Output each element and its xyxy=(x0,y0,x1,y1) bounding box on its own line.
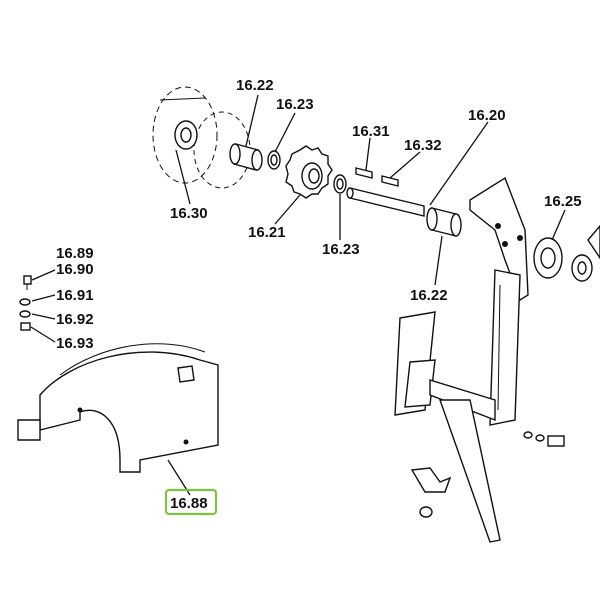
bolt-set-arm xyxy=(410,431,565,518)
frame-assembly xyxy=(394,176,529,543)
label-16-21: 16.21 xyxy=(248,224,286,241)
label-16-25: 16.25 xyxy=(544,193,582,210)
label-16-90: 16.90 xyxy=(56,261,94,278)
highlight-box-16-88 xyxy=(164,488,218,516)
hardware-16-89-to-16-93 xyxy=(19,275,32,331)
label-16-23-bottom: 16.23 xyxy=(322,241,360,258)
key-16-32 xyxy=(381,175,399,187)
bushing-16-22-bottom xyxy=(426,207,462,237)
label-16-93: 16.93 xyxy=(56,335,94,352)
label-16-20: 16.20 xyxy=(468,107,506,124)
flange-bearing-16-25 xyxy=(533,224,600,282)
shaft-16-20 xyxy=(346,187,425,217)
label-16-31: 16.31 xyxy=(352,123,390,140)
label-16-22-top: 16.22 xyxy=(236,77,274,94)
label-16-88: 16.88 xyxy=(170,495,208,512)
washer-16-23-bottom xyxy=(333,174,347,194)
label-16-30: 16.30 xyxy=(170,205,208,222)
leader-lines xyxy=(30,94,566,496)
large-sprocket-16-30 xyxy=(152,86,251,189)
label-16-22-bottom: 16.22 xyxy=(410,287,448,304)
bushing-16-22-top xyxy=(229,143,263,171)
label-16-89: 16.89 xyxy=(56,245,94,262)
label-16-23-top: 16.23 xyxy=(276,96,314,113)
small-sprocket-16-21 xyxy=(285,145,333,199)
washer-16-23-top xyxy=(267,150,281,170)
key-16-31 xyxy=(355,167,373,179)
label-16-91: 16.91 xyxy=(56,287,94,304)
cover-16-88 xyxy=(17,343,219,473)
label-16-92: 16.92 xyxy=(56,311,94,328)
label-16-32: 16.32 xyxy=(404,137,442,154)
